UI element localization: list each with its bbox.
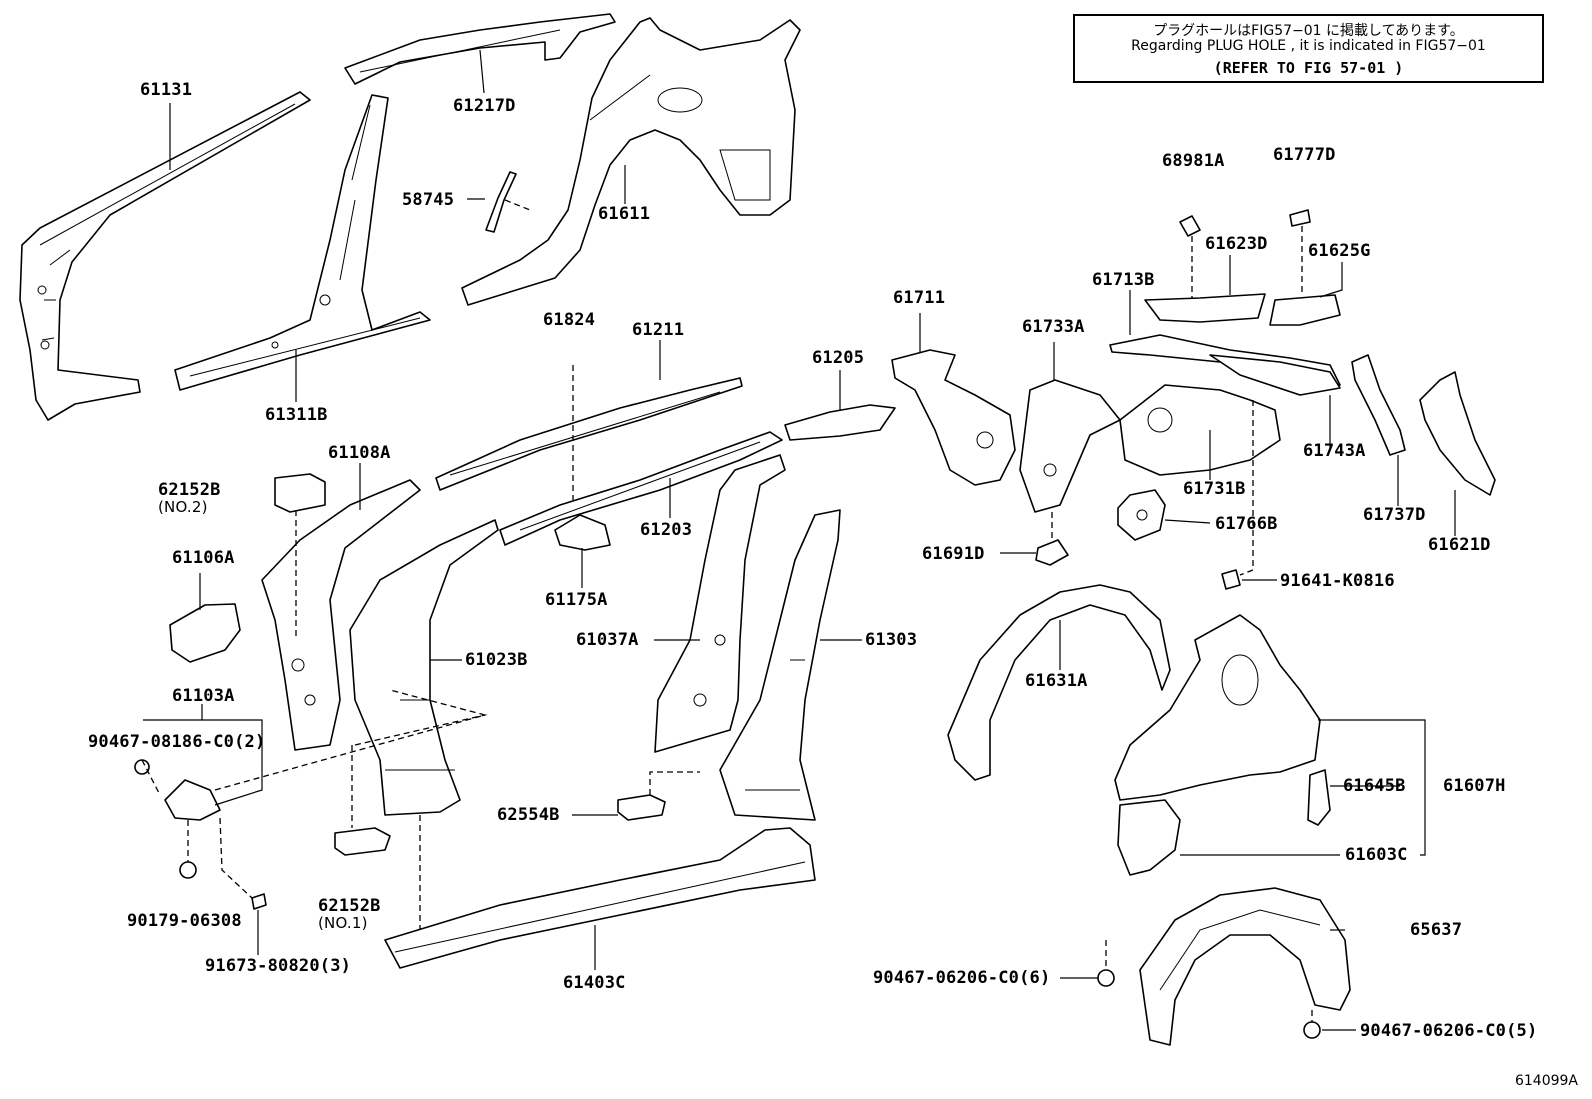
assembly-lines — [141, 226, 1313, 1022]
part-61737D-shape — [1351, 354, 1406, 456]
callout-61217D: 61217D — [453, 96, 516, 116]
callout-61611: 61611 — [598, 204, 651, 224]
callout-65637: 65637 — [1410, 920, 1463, 940]
callout-61621D: 61621D — [1428, 535, 1491, 555]
callout-58745: 58745 — [402, 190, 455, 210]
callout-61766B: 61766B — [1215, 514, 1278, 534]
part-61311B-shape — [174, 94, 431, 391]
part-61631A-shape — [947, 584, 1171, 781]
callout-61733A: 61733A — [1022, 317, 1085, 337]
callout-61711: 61711 — [893, 288, 946, 308]
callout-90467-08186: 90467-08186-C0(2) — [88, 732, 266, 752]
callout-61824: 61824 — [543, 310, 596, 330]
bolt-91641-K0816 — [1221, 569, 1241, 590]
callout-61103A: 61103A — [172, 686, 235, 706]
part-61691D-shape — [1035, 539, 1069, 566]
callout-61303: 61303 — [865, 630, 918, 650]
callout-no2: (NO.2) — [158, 498, 208, 516]
part-61205-shape — [784, 404, 896, 441]
part-61023B-shape — [349, 519, 499, 816]
callout-91641-K0816: 91641-K0816 — [1280, 571, 1395, 591]
part-61403C-shape — [384, 827, 816, 969]
callout-61106A: 61106A — [172, 548, 235, 568]
part-61733A-shape — [1019, 379, 1121, 513]
callout-61037A: 61037A — [576, 630, 639, 650]
callout-61131: 61131 — [140, 80, 193, 100]
callout-61691D: 61691D — [922, 544, 985, 564]
nut-90467-06206-5 — [1303, 1021, 1321, 1039]
part-68981A-shape — [1179, 215, 1201, 237]
note-refer: (REFER TO FIG 57-01 ) — [1213, 59, 1404, 77]
callout-61645B: 61645B — [1343, 776, 1406, 796]
callout-61625G: 61625G — [1308, 241, 1371, 261]
callout-61737D: 61737D — [1363, 505, 1426, 525]
callout-62152B-no1: 62152B — [318, 896, 381, 916]
callout-62554B: 62554B — [497, 805, 560, 825]
part-61103A-shape — [164, 779, 221, 821]
callout-61311B: 61311B — [265, 405, 328, 425]
callout-61211: 61211 — [632, 320, 685, 340]
callout-61731B: 61731B — [1183, 479, 1246, 499]
nut-90467-08186 — [134, 759, 150, 775]
callout-68981A: 68981A — [1162, 151, 1225, 171]
note-english: Regarding PLUG HOLE , it is indicated in… — [1131, 38, 1486, 54]
callout-90467-06206-6: 90467-06206-C0(6) — [873, 968, 1051, 988]
part-65637-shape — [1139, 887, 1351, 1046]
part-61743A-shape — [1209, 354, 1341, 396]
figure-code: 614099A — [1514, 1073, 1578, 1089]
callout-61403C: 61403C — [563, 973, 626, 993]
clip-90179-06308 — [179, 861, 197, 879]
part-61106A-shape — [169, 603, 241, 663]
callout-61631A: 61631A — [1025, 671, 1088, 691]
callout-61777D: 61777D — [1273, 145, 1336, 165]
part-61623D-shape — [1144, 293, 1266, 323]
part-61211-shape — [435, 377, 743, 491]
part-62152B-no1-shape — [334, 827, 391, 856]
part-61303-shape — [719, 509, 841, 821]
part-61625G-shape — [1269, 294, 1341, 326]
callout-90179-06308: 90179-06308 — [127, 911, 242, 931]
part-61766B-shape — [1117, 489, 1166, 541]
callout-61203: 61203 — [640, 520, 693, 540]
reference-note: プラグホールはFIG57−01 に掲載してあります。 Regarding PLU… — [1073, 14, 1544, 83]
part-61037A-shape — [654, 454, 786, 753]
part-61711-shape — [891, 349, 1016, 486]
part-62554B-shape — [617, 794, 666, 821]
callout-61607H: 61607H — [1443, 776, 1506, 796]
callout-61205: 61205 — [812, 348, 865, 368]
part-58745-shape — [485, 171, 517, 233]
callout-61623D: 61623D — [1205, 234, 1268, 254]
part-61621D-shape — [1419, 371, 1496, 496]
part-62152B-no2-shape — [274, 473, 326, 513]
part-61131-shape — [19, 91, 311, 421]
part-61217D-shape — [344, 13, 616, 85]
bolt-91673-80820 — [251, 893, 267, 910]
callout-62152B-no2: 62152B — [158, 480, 221, 500]
leader-lines — [143, 49, 1456, 1031]
callout-no1: (NO.1) — [318, 914, 368, 932]
callout-61713B: 61713B — [1092, 270, 1155, 290]
part-61108A-shape — [261, 479, 421, 751]
part-61603C-shape — [1117, 799, 1181, 876]
callout-61023B: 61023B — [465, 650, 528, 670]
callout-91673-80820: 91673-80820(3) — [205, 956, 352, 976]
callout-61743A: 61743A — [1303, 441, 1366, 461]
note-japanese: プラグホールはFIG57−01 に掲載してあります。 — [1153, 23, 1464, 39]
callout-61108A: 61108A — [328, 443, 391, 463]
part-61175A-shape — [554, 514, 611, 551]
nut-90467-06206-6 — [1097, 969, 1115, 987]
part-61611-shape — [461, 17, 801, 306]
callout-61603C: 61603C — [1345, 845, 1408, 865]
callout-61175A: 61175A — [545, 590, 608, 610]
part-61777D-shape — [1289, 209, 1311, 227]
callout-90467-06206-5: 90467-06206-C0(5) — [1360, 1021, 1538, 1041]
part-61731B-shape — [1119, 384, 1281, 476]
part-61607H-shape — [1114, 614, 1321, 801]
part-61645B-shape — [1307, 769, 1331, 826]
